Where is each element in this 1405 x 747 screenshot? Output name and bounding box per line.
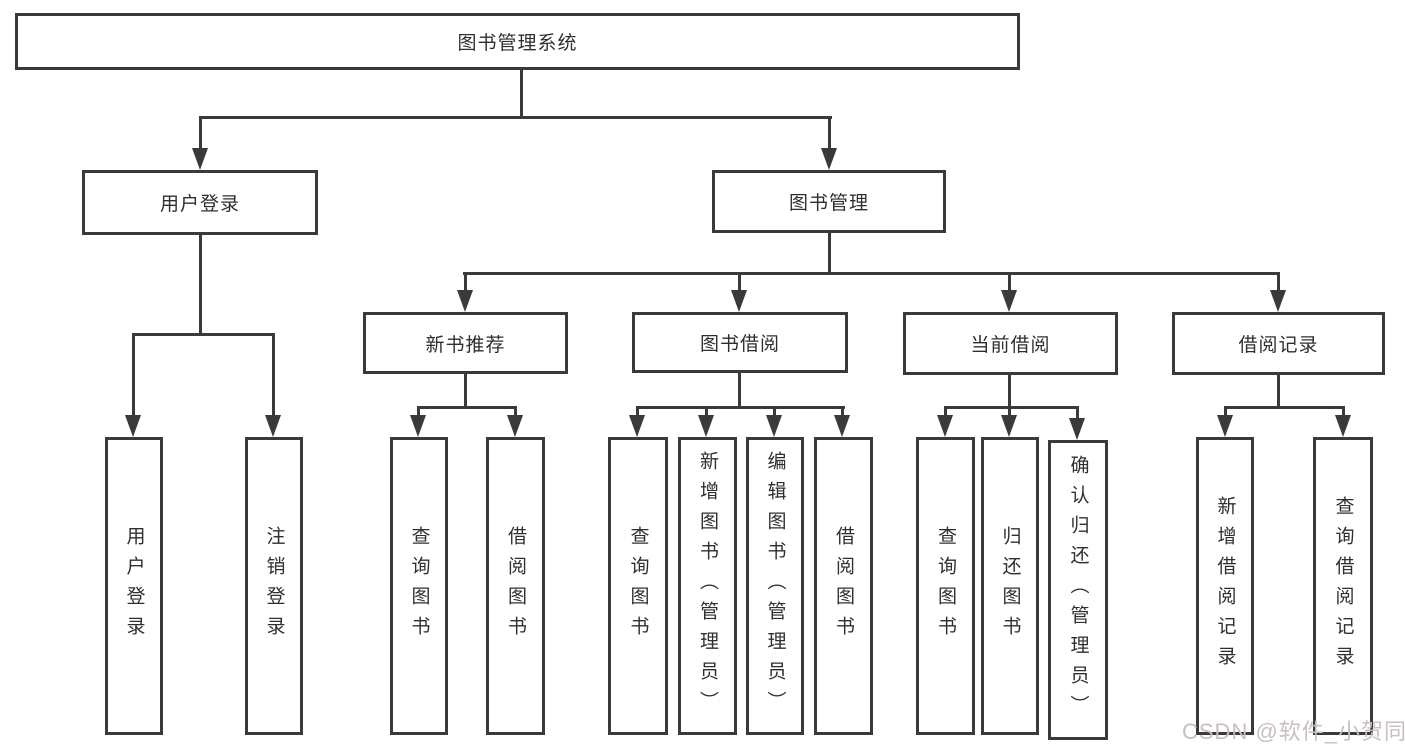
connector-level2-rail: [199, 116, 832, 119]
arrowhead-icon: [629, 415, 645, 437]
connector-trunk: [520, 70, 523, 118]
arrowhead-icon: [731, 290, 747, 312]
connector-to-book-borrow: [738, 272, 741, 292]
node-root-label: 图书管理系统: [457, 33, 578, 54]
csdn-watermark: CSDN @软件_小贺同学: [1182, 719, 1405, 744]
connector-leaf: [417, 406, 420, 418]
arrowhead-icon: [1217, 415, 1233, 437]
node-book-borrowing: 图书借阅: [632, 312, 848, 373]
leaf-add-borrow-record-label: 新增借阅记录: [1214, 496, 1236, 676]
leaf-query-books-current: 查询图书: [916, 437, 975, 735]
arrowhead-icon: [1001, 415, 1017, 437]
leaf-confirm-return-admin-label: 确认归还（管理员）: [1067, 455, 1089, 725]
arrowhead-icon: [125, 415, 141, 437]
leaf-borrow-books-recommend: 借阅图书: [486, 437, 545, 735]
arrowhead-icon: [410, 415, 426, 437]
connector-to-new-book: [464, 272, 467, 292]
leaf-logout: 注销登录: [245, 437, 303, 735]
arrowhead-icon: [507, 415, 523, 437]
leaf-query-books-borrow: 查询图书: [608, 437, 668, 735]
arrowhead-icon: [1069, 418, 1085, 440]
connector-borrow-records-rail: [1224, 406, 1344, 409]
connector-to-current-borrow: [1008, 272, 1011, 292]
connector-to-book-management: [828, 116, 831, 152]
arrowhead-icon: [457, 290, 473, 312]
connector-book-borrow-stem: [738, 373, 741, 408]
connector-leaf: [773, 406, 776, 418]
leaf-add-books-admin: 新增图书（管理员）: [678, 437, 737, 735]
leaf-query-borrow-record: 查询借阅记录: [1313, 437, 1373, 735]
leaf-edit-books-admin-label: 编辑图书（管理员）: [764, 451, 786, 721]
connector-current-borrow-rail: [944, 406, 1079, 409]
leaf-return-books-label: 归还图书: [999, 526, 1021, 646]
leaf-query-books-recommend-label: 查询图书: [408, 526, 430, 646]
node-current-borrowing: 当前借阅: [903, 312, 1118, 375]
connector-leaf: [944, 406, 947, 418]
node-user-login: 用户登录: [82, 170, 318, 235]
leaf-user-login-label: 用户登录: [123, 526, 145, 646]
leaf-query-borrow-record-label: 查询借阅记录: [1332, 496, 1354, 676]
arrowhead-icon: [1335, 415, 1351, 437]
node-book-management-label: 图书管理: [788, 193, 869, 214]
leaf-edit-books-admin: 编辑图书（管理员）: [746, 437, 804, 735]
connector-book-management-stem: [828, 233, 831, 274]
leaf-confirm-return-admin: 确认归还（管理员）: [1048, 440, 1108, 740]
leaf-add-books-admin-label: 新增图书（管理员）: [697, 451, 718, 721]
leaf-query-books-recommend: 查询图书: [390, 437, 448, 735]
connector-leaf: [1008, 406, 1011, 418]
connector-leaf: [514, 406, 517, 418]
node-new-book-recommendation-label: 新书推荐: [425, 334, 506, 356]
leaf-borrow-books-recommend-label: 借阅图书: [505, 526, 526, 646]
leaf-user-login: 用户登录: [105, 437, 163, 735]
connector-new-book-rail: [417, 406, 517, 409]
node-borrowing-records: 借阅记录: [1172, 312, 1385, 375]
node-borrowing-records-label: 借阅记录: [1238, 335, 1319, 356]
node-book-management: 图书管理: [712, 170, 946, 233]
leaf-query-books-current-label: 查询图书: [935, 526, 956, 646]
connector-book-borrow-rail: [636, 406, 845, 409]
leaf-add-borrow-record: 新增借阅记录: [1196, 437, 1254, 735]
leaf-borrow-books: 借阅图书: [814, 437, 873, 735]
arrowhead-icon: [192, 148, 208, 170]
connector-leaf: [841, 406, 844, 418]
node-book-borrowing-label: 图书借阅: [699, 334, 780, 355]
connector-leaf: [705, 406, 708, 418]
leaf-return-books: 归还图书: [981, 437, 1039, 735]
node-root: 图书管理系统: [15, 13, 1020, 70]
connector-to-borrow-records: [1277, 272, 1280, 292]
arrowhead-icon: [698, 415, 714, 437]
arrowhead-icon: [821, 148, 837, 170]
arrowhead-icon: [834, 415, 850, 437]
node-user-login-label: 用户登录: [159, 194, 240, 215]
connector-to-user-login: [199, 116, 202, 152]
arrowhead-icon: [265, 415, 281, 437]
leaf-logout-label: 注销登录: [263, 526, 285, 646]
arrowhead-icon: [1270, 290, 1286, 312]
connector-level3-rail: [463, 272, 1280, 275]
node-current-borrowing-label: 当前借阅: [970, 335, 1051, 356]
connector-current-borrow-stem: [1008, 374, 1011, 408]
connector-user-login-stem: [199, 235, 202, 335]
connector-borrow-records-stem: [1277, 373, 1280, 408]
connector-leaf: [1342, 406, 1345, 418]
connector-to-leaf-login: [132, 333, 135, 417]
connector-user-login-rail: [132, 333, 275, 336]
connector-new-book-stem: [464, 373, 467, 408]
connector-leaf: [1076, 406, 1079, 420]
connector-leaf: [636, 406, 639, 418]
connector-leaf: [1224, 406, 1227, 418]
arrowhead-icon: [766, 415, 782, 437]
leaf-query-books-borrow-label: 查询图书: [627, 526, 649, 646]
connector-to-leaf-logout: [272, 333, 275, 417]
node-new-book-recommendation: 新书推荐: [363, 312, 568, 374]
leaf-borrow-books-label: 借阅图书: [833, 526, 854, 646]
arrowhead-icon: [937, 415, 953, 437]
arrowhead-icon: [1001, 290, 1017, 312]
